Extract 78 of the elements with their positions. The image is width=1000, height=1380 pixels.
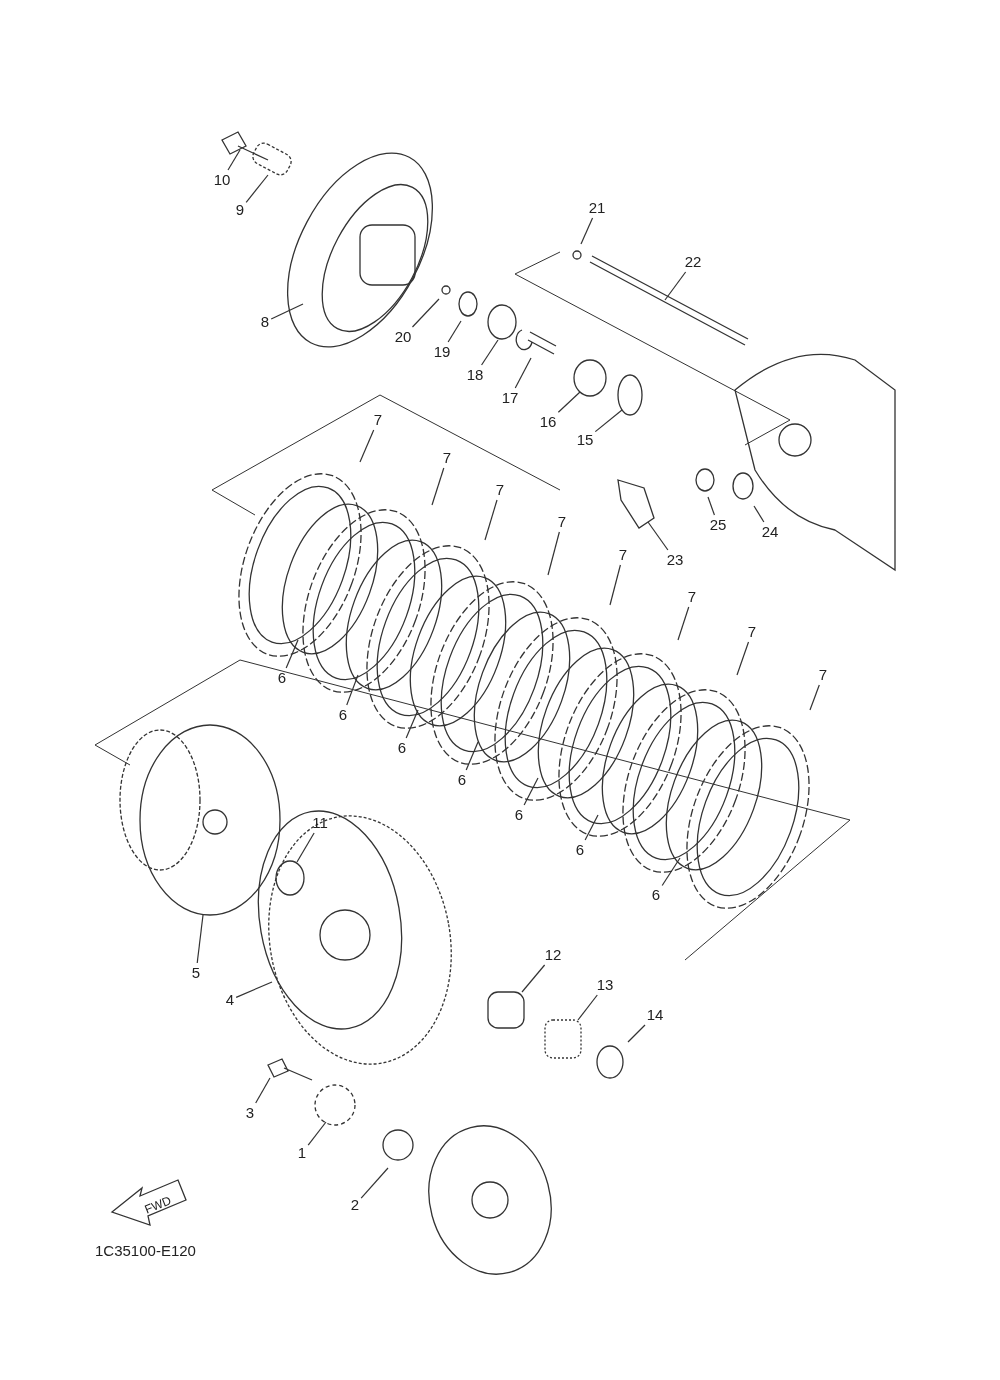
leader-line — [547, 531, 560, 576]
leader-line — [411, 298, 440, 328]
callout-number: 3 — [245, 1105, 255, 1121]
leader-line — [627, 1024, 646, 1043]
leader-line — [465, 741, 479, 771]
callout-number: 6 — [457, 772, 467, 788]
callout-number: 20 — [394, 329, 412, 345]
callout-number: 6 — [397, 740, 407, 756]
leader-line — [557, 391, 581, 413]
callout-number: 11 — [312, 815, 328, 831]
leader-line — [523, 777, 539, 806]
leader-line — [405, 709, 419, 739]
direction-label: FWD — [142, 1193, 174, 1217]
leader-line — [484, 499, 498, 541]
leader-line — [235, 981, 273, 998]
callout-number: 6 — [338, 707, 348, 723]
leader-line — [594, 409, 623, 433]
leader-line — [514, 357, 532, 389]
leader-line — [577, 994, 598, 1021]
callout-number: 23 — [666, 552, 684, 568]
callout-number: 7 — [495, 482, 505, 498]
callout-number: 21 — [588, 200, 606, 216]
callout-number: 2 — [350, 1197, 360, 1213]
callout-number: 8 — [260, 314, 270, 330]
callout-number: 16 — [539, 414, 557, 430]
leader-line — [661, 857, 681, 887]
leader-line — [270, 303, 304, 320]
callout-number: 17 — [501, 390, 519, 406]
callout-number: 7 — [557, 514, 567, 530]
callout-number: 14 — [646, 1007, 664, 1023]
leader-line — [480, 339, 499, 366]
callout-number: 10 — [213, 172, 231, 188]
callout-number: 13 — [596, 977, 614, 993]
leader-line — [196, 914, 204, 964]
callout-number: 25 — [709, 517, 727, 533]
leader-line — [677, 606, 690, 641]
leader-line — [521, 964, 546, 993]
callout-number: 7 — [818, 667, 828, 683]
callout-number: 15 — [576, 432, 594, 448]
leader-line — [296, 832, 315, 863]
callout-number: 6 — [575, 842, 585, 858]
leader-line — [809, 684, 820, 711]
callout-number: 9 — [235, 202, 245, 218]
callout-number: 7 — [687, 589, 697, 605]
callout-number: 6 — [277, 670, 287, 686]
callout-number: 7 — [618, 547, 628, 563]
leader-line — [580, 217, 594, 245]
leader-line — [307, 1121, 327, 1146]
callout-number: 24 — [761, 524, 779, 540]
leader-line — [647, 521, 669, 551]
leader-line — [664, 271, 687, 301]
leader-line — [736, 641, 750, 676]
callout-number: 7 — [373, 412, 383, 428]
leader-line — [609, 564, 621, 606]
leader-line — [584, 814, 599, 841]
leader-line — [447, 320, 462, 343]
callout-number: 22 — [684, 254, 702, 270]
callout-number: 1 — [297, 1145, 307, 1161]
leader-line — [753, 505, 765, 523]
callout-number: 7 — [747, 624, 757, 640]
callout-number: 6 — [651, 887, 661, 903]
callout-number: 18 — [466, 367, 484, 383]
callout-number: 12 — [544, 947, 562, 963]
leader-line — [285, 639, 299, 669]
callout-number: 6 — [514, 807, 524, 823]
leader-line — [431, 467, 445, 506]
callout-number: 7 — [442, 450, 452, 466]
callout-number: 19 — [433, 344, 451, 360]
callout-number: 5 — [191, 965, 201, 981]
leader-line — [255, 1077, 271, 1104]
leader-line — [707, 496, 716, 516]
leader-line — [245, 174, 269, 203]
leader-line — [360, 1167, 389, 1199]
drawing-number: 1C35100-E120 — [95, 1242, 196, 1259]
leader-line — [346, 674, 359, 706]
leader-line — [227, 149, 241, 171]
callout-number: 4 — [225, 992, 235, 1008]
leader-line — [359, 429, 375, 463]
